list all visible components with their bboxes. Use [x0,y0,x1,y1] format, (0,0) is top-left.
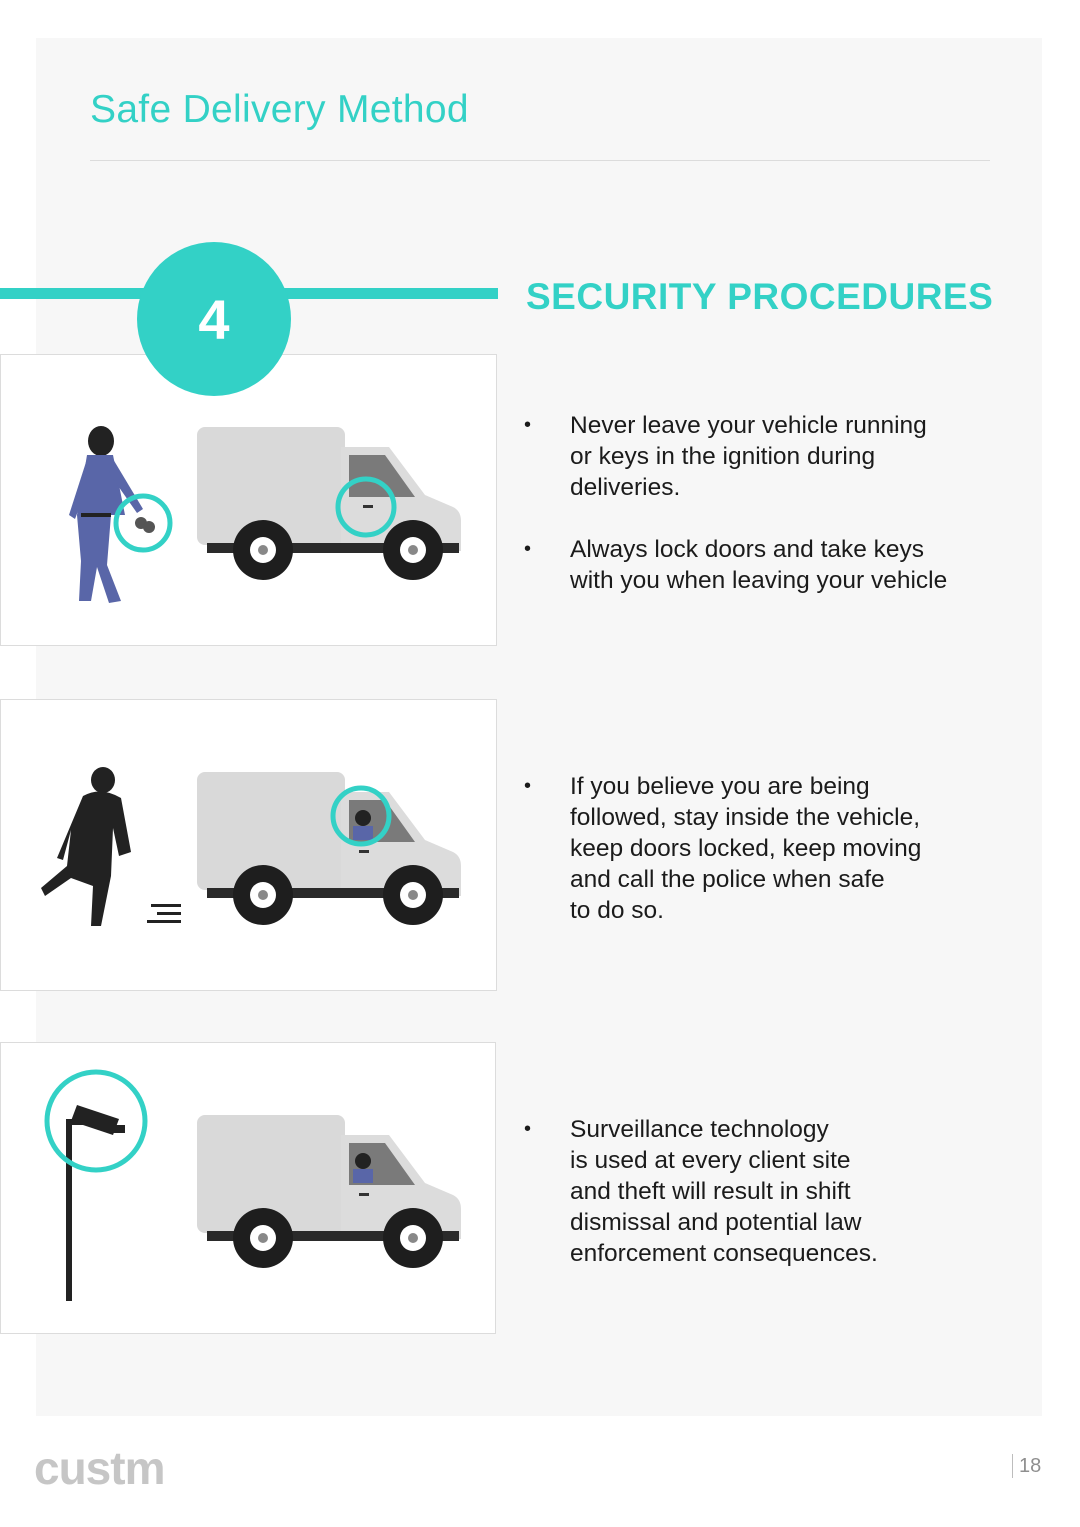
van-icon [197,1115,461,1268]
illustration-keys [0,354,497,646]
list-item: Never leave your vehicle running or keys… [520,410,1020,503]
illustration-followed [0,699,497,991]
step-number-badge: 4 [137,242,291,396]
running-person-icon [41,767,181,926]
person-with-keys-icon [69,426,143,603]
keys-icon [135,517,155,533]
title-divider [90,160,990,161]
bullet-list-followed: If you believe you are being followed, s… [520,771,1020,957]
van-icon [197,772,461,925]
van-icon [197,427,461,580]
list-item: Always lock doors and take keys with you… [520,534,1020,596]
list-item: Surveillance technology is used at every… [520,1114,1020,1269]
illustration-surveillance [0,1042,496,1334]
page-number: 18 [1012,1454,1041,1478]
custm-logo: custm [34,1442,165,1494]
bullet-list-keys: Never leave your vehicle running or keys… [520,410,1020,627]
security-camera-icon [66,1105,125,1301]
list-item: If you believe you are being followed, s… [520,771,1020,926]
section-heading: SECURITY PROCEDURES [526,276,994,317]
page-title: Safe Delivery Method [90,88,469,131]
bullet-list-surveillance: Surveillance technology is used at every… [520,1114,1020,1300]
